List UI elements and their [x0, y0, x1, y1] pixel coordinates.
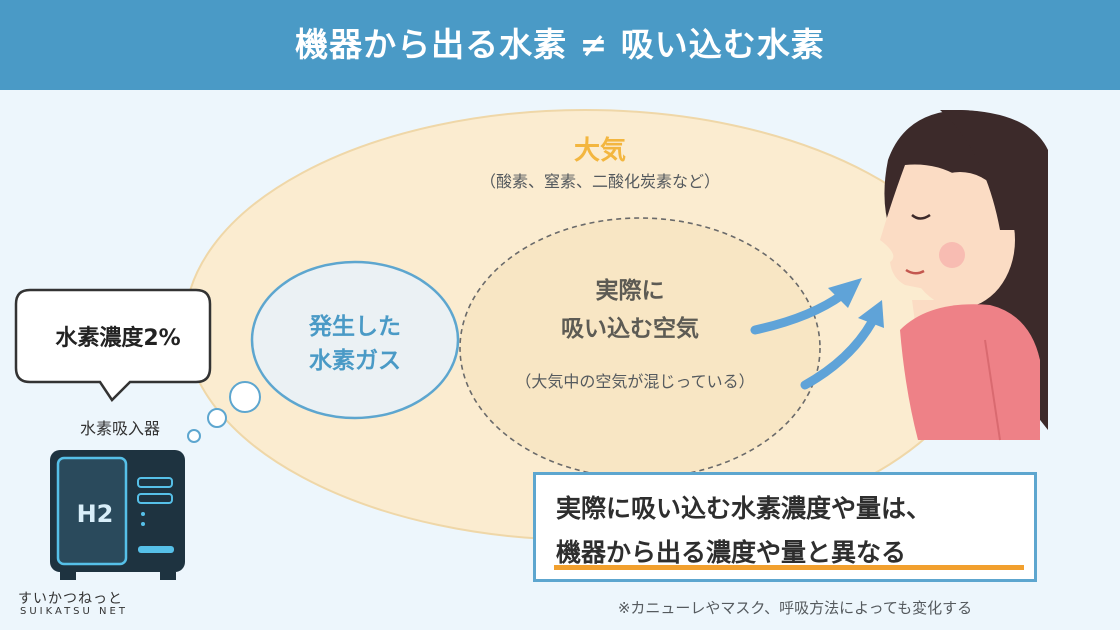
inhaled-air-circle: [459, 217, 821, 479]
concentration-bubble-text: 水素濃度2%: [55, 326, 181, 351]
footnote: ※カニューレやマスク、呼吸方法によっても変化する: [617, 599, 973, 617]
breath-arrow-icon: [800, 300, 884, 390]
inhaled-air-subtitle: （大気中の空気が混じっている）: [515, 372, 755, 391]
site-logo-jp: すいかつねっと: [18, 591, 123, 607]
inhaled-air-title-line1: 実際に: [595, 278, 665, 304]
page-title: 機器から出る水素 ≠ 吸い込む水素: [295, 25, 825, 64]
atmosphere-title: 大気: [573, 136, 626, 166]
summary-line2: 機器から出る濃度や量と異なる: [556, 538, 907, 567]
summary-line1: 実際に吸い込む水素濃度や量は、: [556, 494, 932, 523]
header-bar: 機器から出る水素 ≠ 吸い込む水素: [0, 0, 1120, 90]
atmosphere-subtitle: （酸素、窒素、二酸化炭素など）: [479, 172, 720, 191]
generated-gas-line2: 水素ガス: [309, 348, 401, 374]
site-logo-en: SUIKATSU NET: [20, 606, 128, 617]
summary-box: 実際に吸い込む水素濃度や量は、 機器から出る濃度や量と異なる: [533, 472, 1037, 582]
generated-gas-label: 発生した 水素ガス: [275, 310, 435, 378]
thought-bubble-dot: [187, 429, 201, 443]
device-panel-text: H2: [76, 500, 114, 528]
inhaled-air-title-line2: 吸い込む空気: [561, 316, 699, 342]
woman-illustration: [880, 110, 1048, 441]
hydrogen-device-icon: [50, 450, 185, 580]
thought-bubble-dot: [229, 381, 261, 413]
device-label: 水素吸入器: [79, 419, 160, 438]
speech-bubble: [14, 288, 212, 402]
generated-gas-line1: 発生した: [309, 314, 401, 340]
thought-bubble-dot: [207, 408, 227, 428]
highlight-underline: [554, 565, 1024, 570]
breath-arrow-icon: [750, 278, 862, 335]
inhaled-air-title: 実際に 吸い込む空気: [520, 272, 740, 348]
diagram-canvas: [14, 109, 1048, 580]
generated-gas-ellipse: [250, 260, 460, 420]
